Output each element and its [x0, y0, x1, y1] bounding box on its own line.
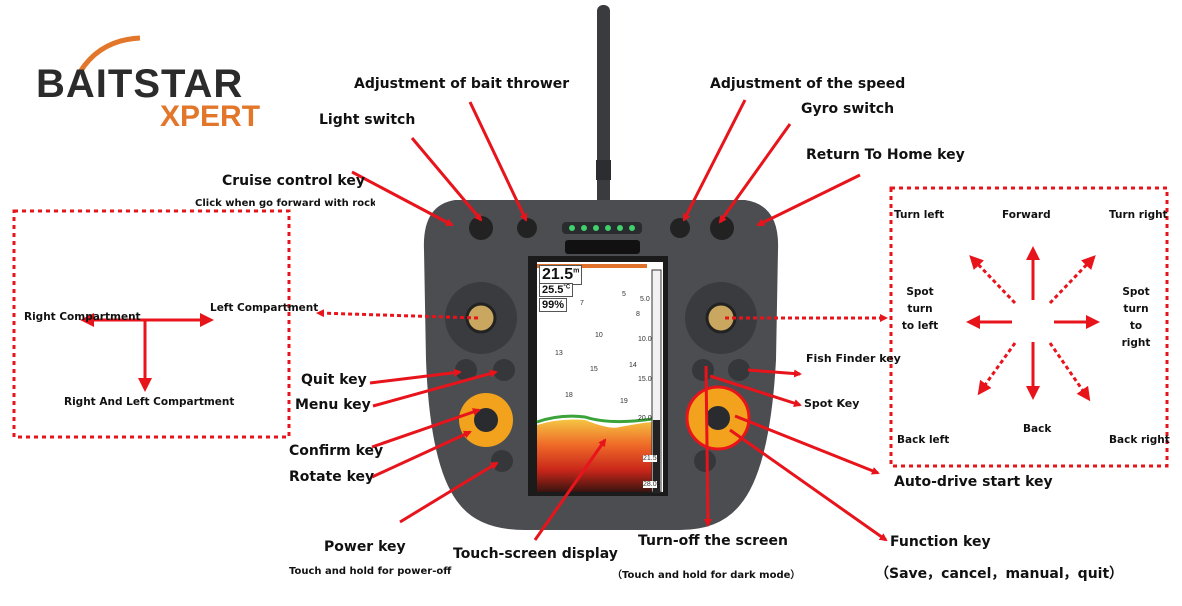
label-cruise-control: Cruise control key	[222, 173, 365, 189]
scale-tick: 21.5	[643, 455, 657, 462]
label-speed: Adjustment of the speed	[710, 76, 906, 92]
spot-button	[728, 359, 750, 381]
label-forward: Forward	[1002, 209, 1051, 221]
right-stick-box	[889, 186, 1169, 468]
label-back-right: Back right	[1109, 434, 1170, 446]
scale-tick: 20.0	[638, 415, 652, 422]
brand-logo: BAITSTAR	[36, 62, 244, 106]
label-quit-key: Quit key	[301, 372, 367, 388]
scale-tick: 15.0	[638, 376, 652, 383]
brand-logo-sub: XPERT	[160, 100, 261, 133]
screen-off-button	[694, 450, 716, 472]
fish-marker: 10	[595, 332, 603, 339]
label-turn-right: Turn right	[1109, 209, 1168, 221]
antenna	[597, 5, 610, 215]
temp-readout: 25.5°C	[539, 283, 574, 297]
label-turn-left: Turn left	[894, 209, 945, 221]
label-auto-drive: Auto-drive start key	[894, 474, 1053, 490]
label-touch-screen: Touch-screen display	[453, 546, 618, 562]
label-bait-thrower: Adjustment of bait thrower	[354, 76, 570, 92]
label-both-compartments: Right And Left Compartment	[64, 396, 235, 408]
label-function-key: Function key	[890, 534, 991, 550]
scale-tick: 5.0	[640, 296, 650, 303]
left-stick-box	[12, 209, 291, 439]
fish-marker: 18	[565, 392, 573, 399]
label-fish-finder-key: Fish Finder key	[806, 352, 901, 365]
note-power-key: Touch and hold for power-off	[289, 566, 452, 577]
label-light-switch: Light switch	[319, 112, 416, 128]
label-menu-key: Menu key	[295, 397, 371, 413]
scale-tick: 28.0	[643, 481, 657, 488]
label-turn-off-screen: Turn-off the screen	[638, 533, 789, 549]
power-button	[491, 450, 513, 472]
fish-finder-button	[692, 359, 714, 381]
label-spot-turn-right: Spot turn to right	[1121, 286, 1151, 349]
label-back: Back	[1023, 423, 1052, 435]
fish-marker: 14	[629, 362, 637, 369]
top-knobs	[469, 216, 734, 240]
label-right-compartment: Right Compartment	[24, 311, 141, 323]
label-rotate-key: Rotate key	[289, 469, 375, 485]
callout-arrows	[316, 99, 888, 542]
label-spot-key: Spot Key	[804, 397, 860, 410]
fish-marker: 7	[580, 300, 584, 307]
logo-swoosh	[77, 35, 141, 74]
fish-marker: 19	[620, 398, 628, 405]
fish-marker: 15	[590, 366, 598, 373]
fish-marker: 5	[622, 291, 626, 298]
label-gyro-switch: Gyro switch	[801, 101, 895, 117]
note-function-key: （Save，cancel，manual，quit）	[875, 566, 1124, 582]
menu-button	[493, 359, 515, 381]
note-cruise-control: Click when go forward with rocker	[195, 198, 375, 209]
label-power-key: Power key	[324, 539, 406, 555]
label-left-compartment: Left Compartment	[210, 302, 319, 314]
depth-readout: 21.5m	[539, 265, 583, 285]
fish-marker: 8	[636, 311, 640, 318]
fish-marker: 13	[555, 350, 563, 357]
note-turn-off-screen: （Touch and hold for dark mode）	[612, 570, 801, 581]
status-leds	[562, 222, 642, 234]
label-spot-turn-left: Spot turn to left	[901, 286, 939, 332]
label-back-left: Back left	[897, 434, 950, 446]
label-confirm-key: Confirm key	[289, 443, 384, 459]
battery-readout: 99%	[539, 298, 568, 312]
scale-tick: 10.0	[638, 336, 652, 343]
label-return-home: Return To Home key	[806, 147, 965, 163]
